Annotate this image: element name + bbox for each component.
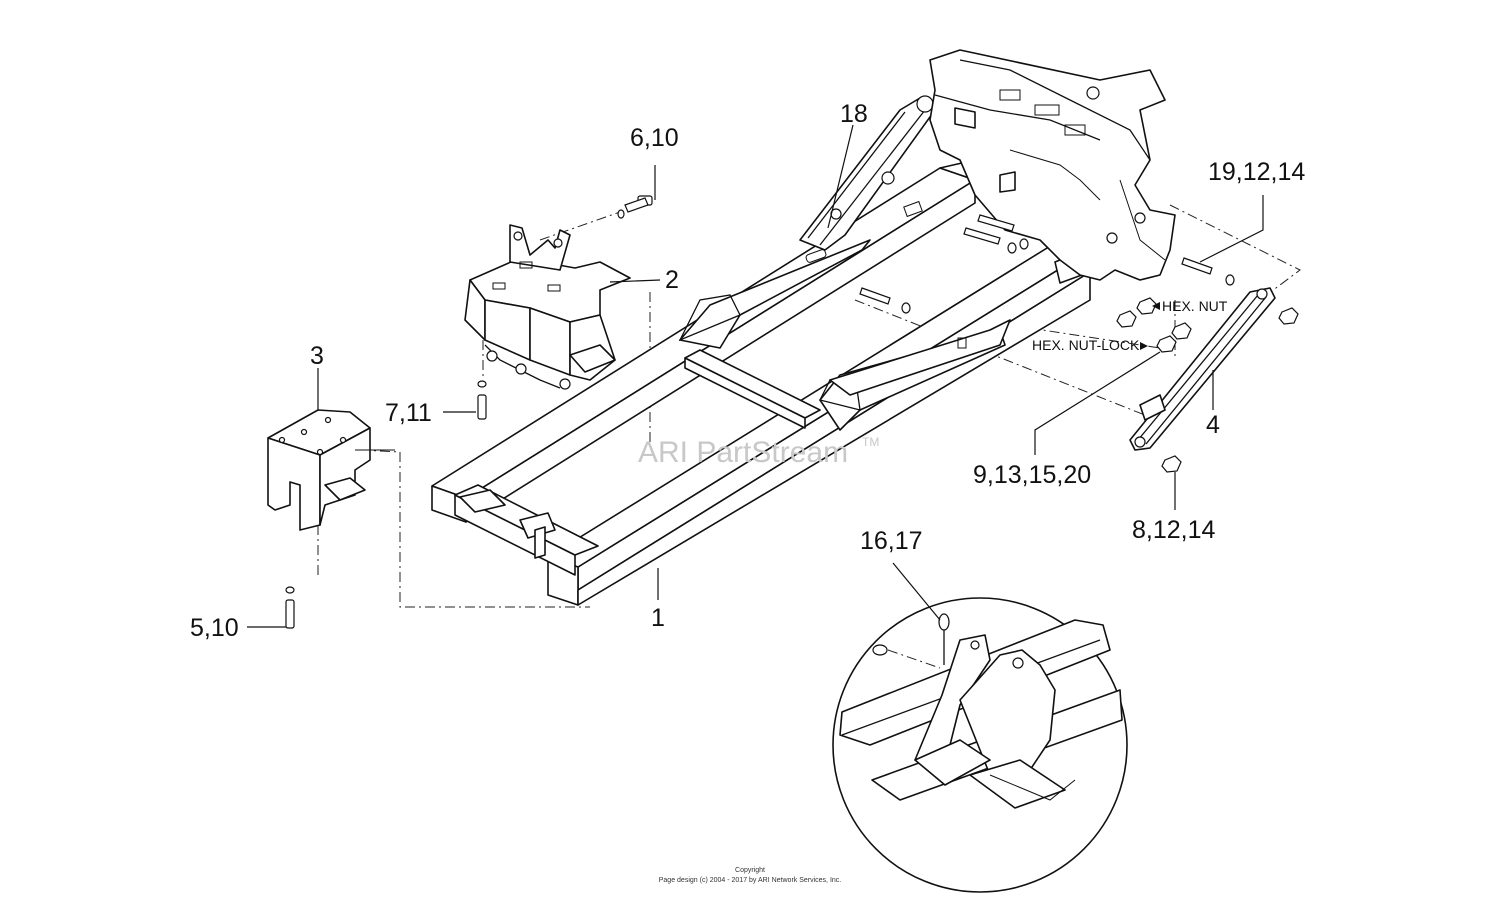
hardware-labels: HEX. NUT HEX. NUT-LOCK <box>1032 298 1228 353</box>
callout-5-10[interactable]: 5,10 <box>190 614 239 642</box>
callout-7-11[interactable]: 7,11 <box>385 399 432 427</box>
footer-page-design: Page design (c) 2004 - 2017 by ARI Netwo… <box>658 877 842 884</box>
hitch-bracket-2[interactable] <box>464 224 631 390</box>
callout-labels: 6,10 18 2 3 7,11 5,10 1 19,12,14 4 9,13,… <box>190 100 1305 642</box>
assembly-guide-lines <box>317 204 1301 608</box>
callout-8-12-14[interactable]: 8,12,14 <box>1132 516 1216 544</box>
watermark: ARI PartStream TM <box>638 435 879 469</box>
leader-2 <box>609 279 661 283</box>
leader-16-17 <box>892 562 941 621</box>
leader-18 <box>827 124 854 229</box>
callout-6-10[interactable]: 6,10 <box>630 124 679 152</box>
rear-chassis <box>929 49 1176 281</box>
watermark-text: ARI PartStream <box>638 436 848 469</box>
callout-16-17[interactable]: 16,17 <box>860 527 923 555</box>
callout-4[interactable]: 4 <box>1206 411 1220 439</box>
main-frame[interactable] <box>431 159 1091 606</box>
link-bar-4[interactable] <box>1129 287 1276 451</box>
callout-19-12-14[interactable]: 19,12,14 <box>1208 158 1305 186</box>
hardware <box>285 195 1299 629</box>
callout-2[interactable]: 2 <box>665 266 679 294</box>
hitch-bracket-3[interactable] <box>267 409 395 531</box>
callout-3[interactable]: 3 <box>310 342 324 370</box>
callout-1[interactable]: 1 <box>651 604 665 632</box>
callout-18[interactable]: 18 <box>840 100 868 128</box>
hex-nut-label: HEX. NUT <box>1162 298 1228 314</box>
detail-view <box>832 597 1128 893</box>
leader-lines <box>247 124 1264 628</box>
callout-9-13-15-20[interactable]: 9,13,15,20 <box>973 461 1091 489</box>
hex-nut-arrow-icon <box>1152 302 1160 310</box>
footer-copyright: Copyright <box>735 867 765 874</box>
hex-nut-lock-label: HEX. NUT-LOCK <box>1032 337 1140 353</box>
watermark-trademark: TM <box>862 435 879 449</box>
hex-nut-lock-arrow-icon <box>1140 342 1148 350</box>
leader-19-12-14 <box>1199 195 1264 263</box>
leader-9-13-15-20 <box>1034 351 1161 455</box>
